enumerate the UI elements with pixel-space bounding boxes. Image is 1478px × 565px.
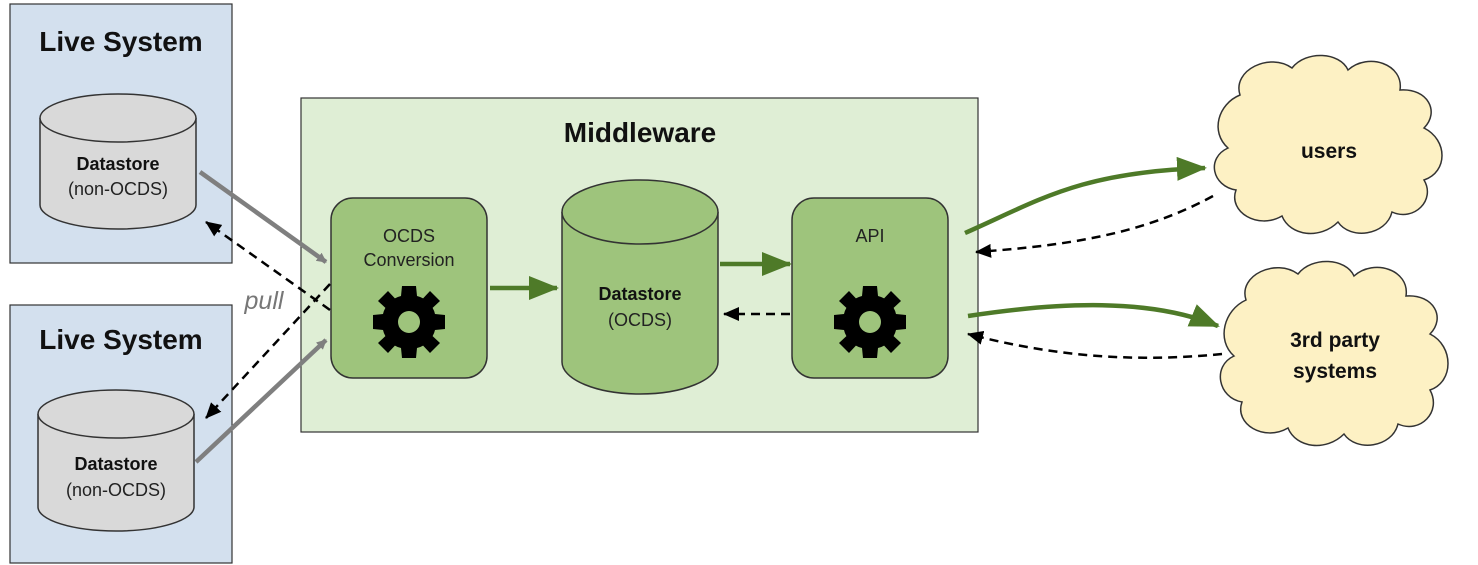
ocds-conversion-line2: Conversion <box>363 250 454 270</box>
cloud-3rd-party-line1: 3rd party <box>1290 329 1380 352</box>
3rd-party-to-api-request-arrow <box>967 331 1223 359</box>
datastore-top-title: Datastore <box>76 154 159 174</box>
cloud-users: users <box>1213 54 1443 235</box>
request-arrow-top <box>205 220 331 312</box>
ocds-conversion-line1: OCDS <box>383 226 435 246</box>
ocds-conversion-box: OCDS Conversion <box>330 197 488 379</box>
gear-icon <box>834 286 906 358</box>
datastore-ocds-subtitle: (OCDS) <box>608 310 672 330</box>
live-system-top: Live System Datastore (non-OCDS) <box>9 3 233 264</box>
pull-label: pull <box>244 287 285 315</box>
datastore-ocds: Datastore (OCDS) <box>561 179 719 395</box>
datastore-top: Datastore (non-OCDS) <box>39 93 197 230</box>
cloud-users-label: users <box>1301 140 1357 163</box>
datastore-bottom-title: Datastore <box>74 454 157 474</box>
datastore-bottom-subtitle: (non-OCDS) <box>66 480 166 500</box>
api-to-3rd-party-arrow <box>967 302 1220 329</box>
pull-arrow-top <box>198 170 328 264</box>
datastore-top-subtitle: (non-OCDS) <box>68 179 168 199</box>
request-arrow-bottom <box>205 283 331 419</box>
datastore-ocds-title: Datastore <box>598 284 681 304</box>
datastore-bottom: Datastore (non-OCDS) <box>37 389 195 532</box>
gear-icon <box>373 286 445 358</box>
live-system-top-title: Live System <box>39 26 202 57</box>
live-system-bottom-title: Live System <box>39 324 202 355</box>
api-box: API <box>791 197 949 379</box>
live-system-bottom: Live System Datastore (non-OCDS) <box>9 304 233 564</box>
users-to-api-request-arrow <box>975 194 1214 258</box>
cloud-3rd-party: 3rd party systems <box>1219 260 1449 447</box>
middleware-title: Middleware <box>564 117 716 148</box>
cloud-3rd-party-line2: systems <box>1293 360 1377 383</box>
api-to-users-arrow <box>964 156 1207 236</box>
api-label: API <box>855 226 884 246</box>
pull-arrow-bottom <box>194 338 328 464</box>
